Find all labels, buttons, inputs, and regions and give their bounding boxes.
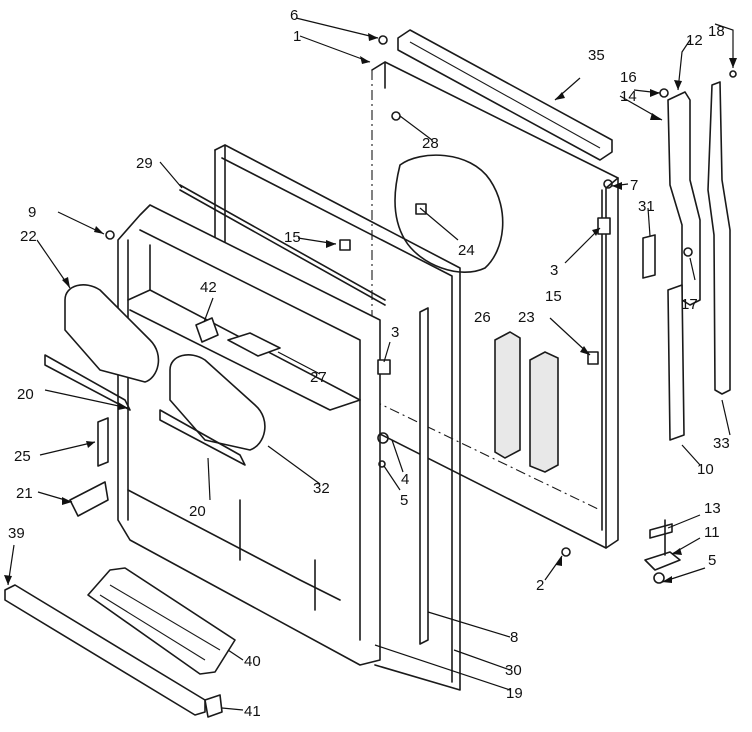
callout-5-left: 5 [400,492,408,509]
clip-15-left [339,239,351,251]
callout-20-left: 20 [17,386,34,403]
callout-29: 29 [136,155,153,172]
bin-32 [159,354,266,466]
clip-15-right [587,351,599,365]
insulation-cutaway [394,154,504,273]
hinge-bracket-12 [667,91,701,306]
callout-19: 19 [506,685,523,702]
gasket-frame [214,144,461,691]
strip-10 [667,284,685,441]
screw-9 [105,230,115,240]
hinge-3-upper [597,217,611,235]
callout-35: 35 [588,47,605,64]
callout-23: 23 [518,309,535,326]
screw-5 [653,572,665,584]
callout-20-center: 20 [189,503,206,520]
arrowheads [4,33,737,585]
callout-5-right: 5 [708,552,716,569]
callout-15-left: 15 [284,229,301,246]
callout-33: 33 [713,435,730,452]
callout-10: 10 [697,461,714,478]
callout-25: 25 [14,448,31,465]
screw-7 [603,179,613,189]
callout-39: 39 [8,525,25,542]
bracket-21 [69,481,109,517]
callout-26: 26 [474,309,491,326]
pin-18 [729,70,737,78]
callout-32: 32 [313,480,330,497]
callout-3-upper: 3 [550,262,558,279]
callout-31: 31 [638,198,655,215]
plug-28 [391,111,401,121]
callout-28: 28 [422,135,439,152]
callout-18: 18 [708,23,725,40]
vertical-strip-8 [419,307,429,645]
bin-22 [44,284,160,411]
callout-2: 2 [536,577,544,594]
washer-4 [377,432,389,444]
callout-3-lower: 3 [391,324,399,341]
strip-33 [707,81,731,395]
callout-11: 11 [704,524,720,541]
part-13 [649,523,673,539]
screw-6 [378,35,388,45]
cover-27 [227,332,281,357]
callout-12: 12 [686,32,703,49]
end-cap-41 [204,694,223,718]
callout-22: 22 [20,228,37,245]
callout-9: 9 [28,204,36,221]
rod-29 [179,184,386,301]
callout-14: 14 [620,88,637,105]
callout-4: 4 [401,471,409,488]
top-trim-35 [397,29,613,161]
part-42 [195,317,219,343]
callout-42: 42 [200,279,217,296]
callout-24: 24 [458,242,475,259]
callout-30: 30 [505,662,522,679]
callout-41: 41 [244,703,261,720]
callout-21: 21 [16,485,33,502]
callout-16: 16 [620,69,637,86]
callout-labels: 1 6 28 35 18 12 16 14 7 31 17 33 10 13 1… [8,7,730,720]
callout-27: 27 [310,369,327,386]
callout-8: 8 [510,629,518,646]
outer-door-panel [371,61,619,549]
plug-2 [561,547,571,557]
hinge-3-lower [377,359,391,375]
callout-6: 6 [290,7,298,24]
trim-39 [4,584,206,716]
callout-15-right: 15 [545,288,562,305]
screw-5-left [378,460,386,468]
screw-16 [659,88,669,98]
foam-blocks [494,331,559,473]
callout-7: 7 [630,177,638,194]
pin-17 [683,247,693,257]
callout-13: 13 [704,500,721,517]
bracket-31 [642,234,656,279]
callout-40: 40 [244,653,261,670]
callout-1: 1 [293,28,301,45]
bin-40 [87,567,236,675]
bracket-25 [97,417,109,467]
callout-17: 17 [681,296,698,313]
